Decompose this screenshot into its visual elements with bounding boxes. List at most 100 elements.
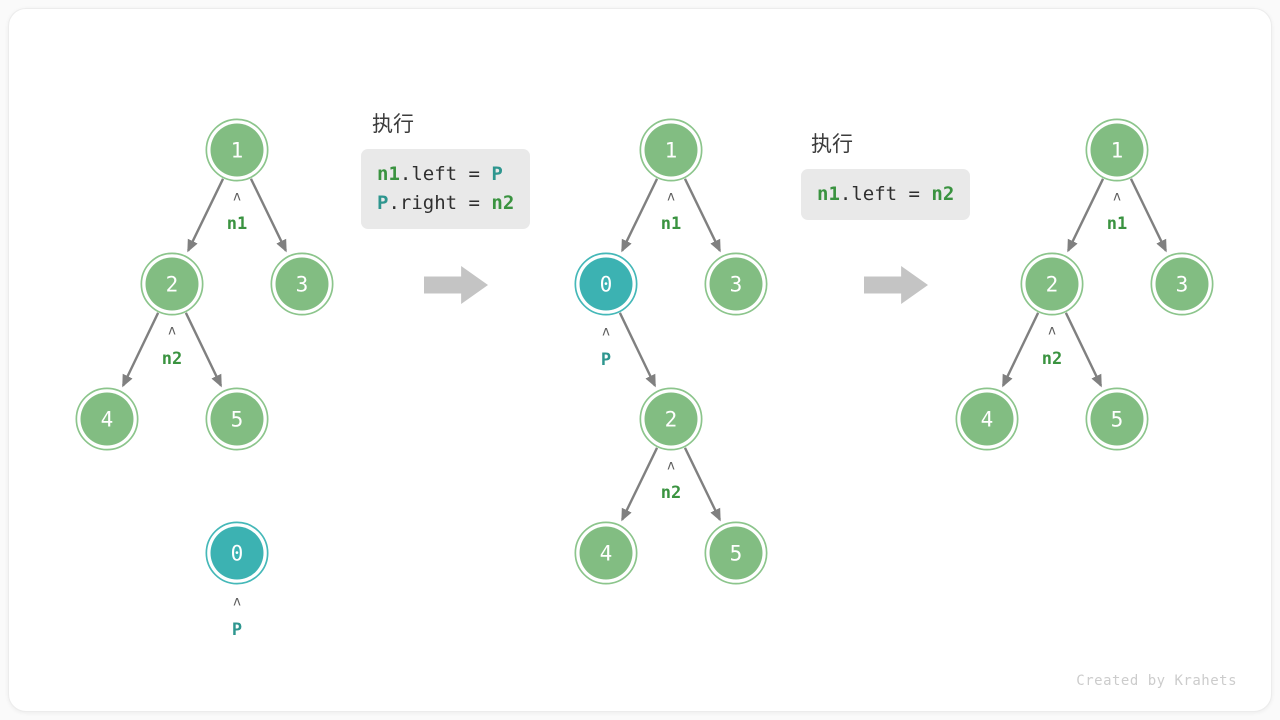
node-outer-ring	[704, 252, 768, 316]
node-outer-ring	[270, 252, 334, 316]
code-line: P.right = n2	[377, 189, 514, 218]
step-transition-arrows	[424, 266, 928, 304]
tree-edge	[618, 312, 657, 388]
node-value: 4	[101, 408, 114, 432]
node-body	[709, 257, 763, 311]
node-gap-ring	[1087, 389, 1147, 449]
tree-node[interactable]: 5	[205, 387, 269, 451]
node-body	[1025, 257, 1079, 311]
tree-node[interactable]: 1	[639, 118, 703, 182]
node-value: 3	[1176, 273, 1189, 297]
tree-node[interactable]: 3	[270, 252, 334, 316]
tree-node[interactable]: 3	[1150, 252, 1214, 316]
tree-node[interactable]: 2	[1020, 252, 1084, 316]
node-body	[644, 392, 698, 446]
node-outer-ring	[574, 252, 638, 316]
tree-node[interactable]: 1	[205, 118, 269, 182]
transition-arrow-icon	[864, 266, 928, 304]
code-text: .right =	[388, 191, 492, 214]
pointer-caret-icon: ʌ	[168, 324, 176, 339]
node-value: 1	[665, 139, 678, 163]
node-value: 2	[1046, 273, 1059, 297]
tree-edge	[1067, 178, 1105, 253]
code-snippet: n1.left = n2	[801, 169, 971, 220]
node-body	[145, 257, 199, 311]
node-body	[960, 392, 1014, 446]
node-gap-ring	[641, 120, 701, 180]
pointer-caret-icon: ʌ	[1113, 190, 1121, 205]
code-variable: P	[377, 191, 389, 214]
tree-node[interactable]: 3	[704, 252, 768, 316]
node-outer-ring	[205, 118, 269, 182]
pointer-label: P	[232, 620, 242, 640]
tree-node[interactable]: 1	[1085, 118, 1149, 182]
pointer-label: n1	[227, 214, 247, 234]
node-gap-ring	[576, 254, 636, 314]
node-body	[275, 257, 329, 311]
pointer-label: n2	[162, 349, 182, 369]
node-gap-ring	[957, 389, 1017, 449]
tree-node[interactable]: 0	[574, 252, 638, 316]
code-variable: n2	[931, 183, 955, 205]
pointer-caret-icon: ʌ	[667, 190, 675, 205]
node-body	[579, 526, 633, 580]
code-variable: P	[491, 163, 503, 185]
node-gap-ring	[576, 523, 636, 583]
tree-node[interactable]: 4	[955, 387, 1019, 451]
node-value: 0	[231, 542, 244, 566]
pointer-label: n1	[1107, 214, 1127, 234]
tree-edge	[1129, 178, 1167, 253]
tree-node[interactable]: 5	[1085, 387, 1149, 451]
node-body	[1090, 123, 1144, 177]
node-body	[1155, 257, 1209, 311]
transition-arrow-icon	[424, 266, 488, 304]
tree-node[interactable]: 4	[75, 387, 139, 451]
watermark-credit: Created by Krahets	[1076, 673, 1237, 689]
pointer-caret-icon: ʌ	[233, 190, 241, 205]
node-gap-ring	[641, 389, 701, 449]
node-outer-ring	[639, 118, 703, 182]
tree-node[interactable]: 4	[574, 521, 638, 585]
pointer-label: n2	[661, 483, 681, 503]
tree-edge	[683, 178, 721, 253]
tree-edge	[187, 178, 225, 253]
node-value: 5	[231, 408, 244, 432]
node-body	[80, 392, 134, 446]
node-value: 1	[1111, 139, 1124, 163]
node-outer-ring	[1150, 252, 1214, 316]
node-gap-ring	[207, 523, 267, 583]
node-outer-ring	[75, 387, 139, 451]
node-value: 3	[296, 273, 309, 297]
tree-edge	[621, 447, 659, 522]
tree-node[interactable]: 2	[639, 387, 703, 451]
pointer-caret-icon: ʌ	[1048, 324, 1056, 339]
pointer-label: n2	[1042, 349, 1062, 369]
node-outer-ring	[704, 521, 768, 585]
node-outer-ring	[140, 252, 204, 316]
node-value: 2	[665, 408, 678, 432]
pointer-label: P	[601, 350, 611, 370]
tree-node[interactable]: 2	[140, 252, 204, 316]
pointer-label: n1	[661, 214, 681, 234]
node-gap-ring	[272, 254, 332, 314]
pointer-caret-icon: ʌ	[602, 325, 610, 340]
code-text: .left =	[399, 163, 492, 185]
code-variable: n2	[491, 191, 515, 214]
node-body	[210, 392, 264, 446]
tree-node[interactable]: 5	[704, 521, 768, 585]
node-outer-ring	[955, 387, 1019, 451]
node-gap-ring	[706, 254, 766, 314]
tree-node[interactable]: 0	[205, 521, 269, 585]
code-line: n1.left = P	[377, 160, 514, 189]
node-body	[579, 257, 633, 311]
pointer-caret-icon: ʌ	[667, 459, 675, 474]
pointer-caret-icon: ʌ	[233, 595, 241, 610]
code-variable: n1	[377, 163, 400, 185]
node-body	[1090, 392, 1144, 446]
node-body	[210, 526, 264, 580]
node-gap-ring	[1087, 120, 1147, 180]
node-body	[210, 123, 264, 177]
node-value: 1	[231, 139, 244, 163]
